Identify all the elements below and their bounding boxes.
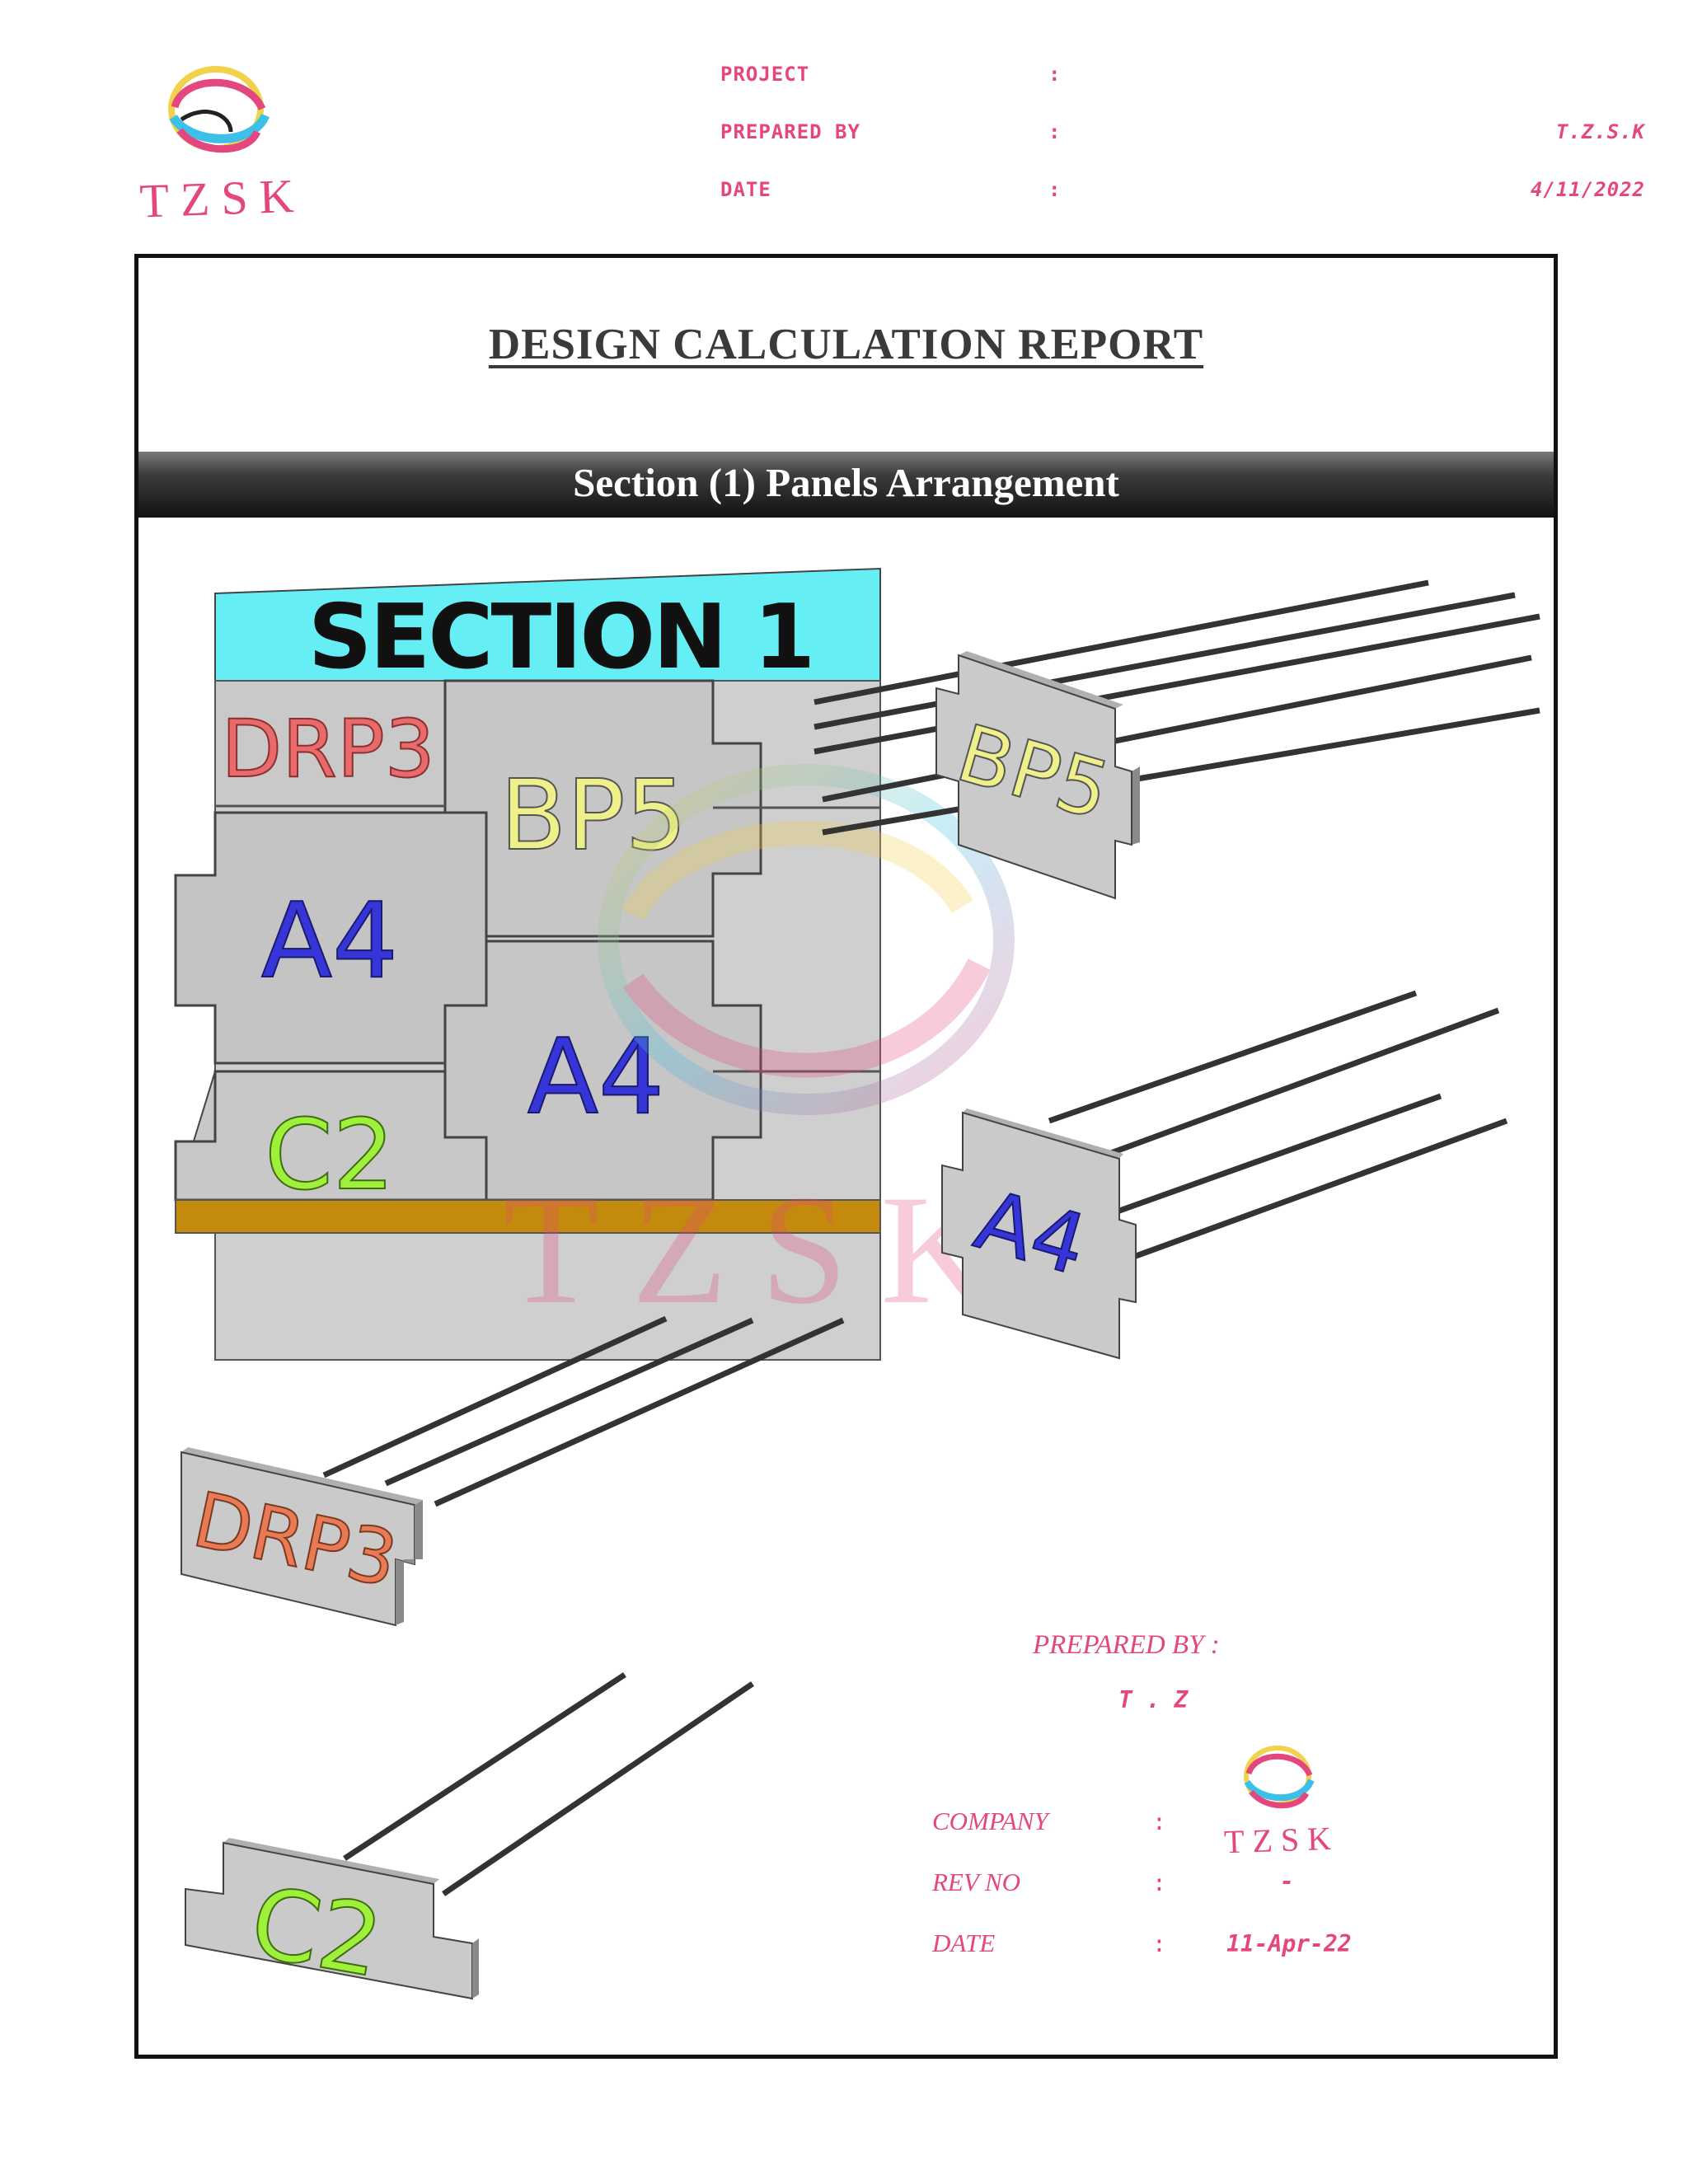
section-title: Section (1) Panels Arrangement [573,460,1119,505]
company-colon: : [1152,1808,1166,1835]
date-label: DATE [720,178,771,201]
tzsk-logo: TZSK [138,66,307,228]
label-bp5: BP5 [499,758,687,872]
date-value: 4/11/2022 [1530,178,1645,201]
iso-panel-drp3: DRP3 [181,1315,845,1627]
section-bar [138,452,1554,518]
project-label: PROJECT [720,63,810,86]
rev-no-colon: : [1152,1869,1166,1896]
base-strip [175,1199,881,1234]
tzsk-watermark: TZSK [504,764,1027,1337]
footer-date-label: DATE [932,1929,996,1957]
iso-panel-bp5: BP5 [814,579,1540,900]
iso-panel-a4: A4 [941,990,1508,1360]
rev-no-label: REV NO [932,1868,1021,1896]
section-label: SECTION 1 [308,586,814,689]
section-elevation: SECTION 1 DRP3 BP5 A4 A4 C2 [174,567,881,1361]
watermark-text: TZSK [504,1164,1027,1337]
iso-panel-c2: C2 [185,1672,754,2000]
iso-label-c2: C2 [243,1864,391,1999]
label-drp3: DRP3 [221,703,435,795]
panel-drp3 [214,680,455,807]
date-colon: : [1048,178,1062,201]
prepared-by-label: PREPARED BY [720,120,860,143]
footer-date-value: 11-Apr-22 [1226,1930,1352,1957]
page-frame [134,254,1558,2059]
label-c2: C2 [265,1098,394,1212]
logo-text: TZSK [138,169,306,228]
rev-no-value: - [1280,1868,1294,1895]
prepared-by-footer-label: PREPARED BY : [1033,1630,1220,1660]
prepared-by-value: T.Z.S.K [1555,120,1645,143]
prepared-by-colon: : [1048,120,1062,143]
footer-date-colon: : [1152,1930,1166,1957]
company-logo-text: TZSK [1223,1820,1339,1861]
panels-drawing: SECTION 1 DRP3 BP5 A4 A4 C2 TZSK [174,567,1540,2000]
label-a4-left: A4 [261,880,398,1001]
report-title: DESIGN CALCULATION REPORT [488,321,1204,368]
project-colon: : [1048,63,1062,86]
prepared-by-footer-value: T . Z [1118,1686,1189,1713]
company-logo: TZSK [1223,1746,1340,1861]
company-label: COMPANY [932,1807,1048,1835]
